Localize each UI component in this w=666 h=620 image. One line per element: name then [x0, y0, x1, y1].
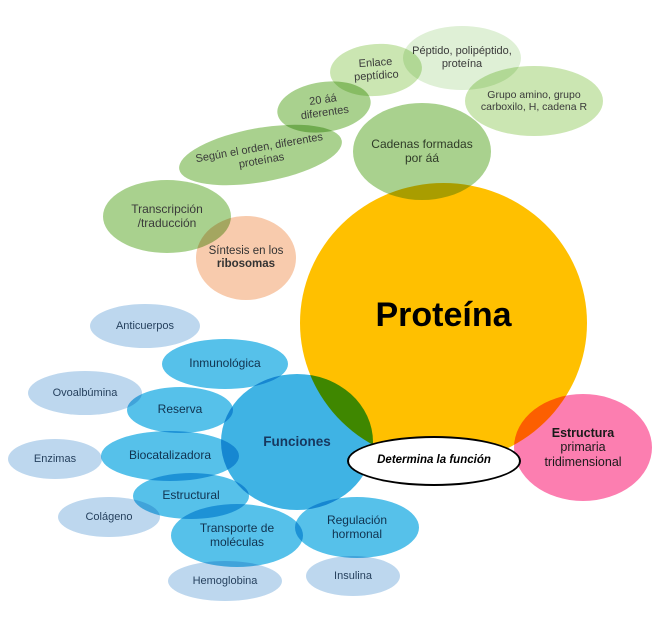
node-inmunologica: Inmunológica	[162, 339, 288, 389]
node-biocatalizadora: Biocatalizadora	[101, 431, 239, 481]
node-regulacion-hormonal: Regulación hormonal	[295, 497, 419, 558]
node-colageno-label: Colágeno	[85, 510, 133, 523]
node-transcripcion-traduccion: Transcripción /traducción	[103, 180, 231, 253]
node-estructura-primaria-label-rest: primaria tridimensional	[544, 440, 622, 469]
node-inmunologica-label: Inmunológica	[189, 356, 261, 371]
node-transcripcion-traduccion-label: Transcripción /traducción	[131, 201, 203, 230]
node-grupo-amino-label: Grupo amino, grupo carboxilo, H, cadena …	[480, 88, 588, 113]
node-funciones: Funciones	[221, 374, 373, 510]
node-cadenas-formadas-label: Cadenas formadas por áá	[371, 136, 473, 165]
node-determina-la-funcion: Determina la función	[347, 436, 521, 486]
node-segun-el-orden: Según el orden, diferentes proteínas	[174, 114, 347, 196]
node-funciones-label: Funciones	[263, 434, 331, 450]
node-transporte-moleculas: Transporte de moléculas	[171, 504, 303, 567]
node-cadenas-formadas: Cadenas formadas por áá	[353, 103, 491, 200]
node-segun-el-orden-label: Según el orden, diferentes proteínas	[194, 131, 324, 171]
node-biocatalizadora-label: Biocatalizadora	[128, 448, 212, 463]
node-reserva-label: Reserva	[157, 402, 203, 417]
node-sintesis-ribosomas: Síntesis en los ribosomas	[196, 216, 296, 300]
node-transporte-moleculas-label: Transporte de moléculas	[199, 520, 275, 549]
node-reserva: Reserva	[127, 387, 233, 433]
node-enzimas-label: Enzimas	[33, 452, 77, 465]
node-estructura-primaria-label-bold: Estructura	[551, 425, 615, 440]
node-estructural-label: Estructural	[162, 488, 220, 503]
node-grupo-amino: Grupo amino, grupo carboxilo, H, cadena …	[465, 66, 603, 136]
node-peptido-label: Péptido, polipéptido, proteína	[412, 45, 512, 70]
node-determina-la-funcion-label: Determina la función	[377, 454, 491, 467]
node-hemoglobina-label: Hemoglobina	[192, 574, 258, 587]
node-regulacion-hormonal-label: Regulación hormonal	[326, 512, 388, 541]
node-ovoalbumina-label: Ovoalbúmina	[52, 386, 118, 399]
node-enzimas: Enzimas	[8, 439, 102, 479]
node-sintesis-label-bold: ribosomas	[216, 258, 276, 270]
node-proteina-label: Proteína	[375, 296, 512, 335]
node-ovoalbumina: Ovoalbúmina	[28, 371, 142, 415]
node-insulina-label: Insulina	[334, 569, 372, 582]
node-hemoglobina: Hemoglobina	[168, 561, 282, 601]
node-insulina: Insulina	[306, 556, 400, 596]
node-20aa-diferentes-label: 20 áá diferentes	[300, 92, 350, 123]
node-sintesis-label-top: Síntesis en los	[208, 244, 284, 257]
node-estructura-primaria: Estructura primaria tridimensional	[514, 394, 652, 501]
node-anticuerpos-label: Anticuerpos	[115, 319, 175, 332]
node-enlace-peptidico-label: Enlace peptídico	[353, 56, 400, 84]
node-anticuerpos: Anticuerpos	[90, 304, 200, 348]
